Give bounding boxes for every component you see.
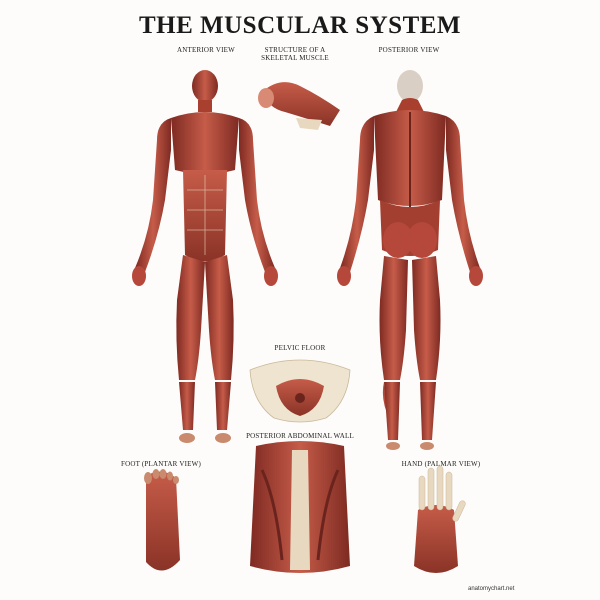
abdominal-wall-illustration (250, 441, 350, 573)
foot-illustration (144, 469, 180, 571)
anterior-figure (132, 70, 278, 443)
poster-title: THE MUSCULAR SYSTEM (138, 12, 462, 39)
posterior-figure (337, 70, 483, 450)
abdominal-wall-heading: POSTERIOR ABDOMINAL WALL (246, 432, 354, 440)
foot-view-heading: FOOT (PLANTAR VIEW) (121, 460, 201, 468)
pelvic-floor-illustration (249, 359, 351, 423)
hand-view-heading: HAND (PALMAR VIEW) (401, 460, 481, 468)
posterior-view-heading: POSTERIOR VIEW (378, 46, 440, 54)
anterior-view-heading: ANTERIOR VIEW (177, 46, 235, 54)
credit-text: anatomychart.net (468, 586, 515, 592)
structure-heading: STRUCTURE OF A SKELETAL MUSCLE (261, 46, 329, 62)
muscle-structure-illustration (258, 82, 340, 130)
hand-illustration (414, 465, 466, 573)
pelvic-floor-heading: PELVIC FLOOR (274, 344, 326, 352)
